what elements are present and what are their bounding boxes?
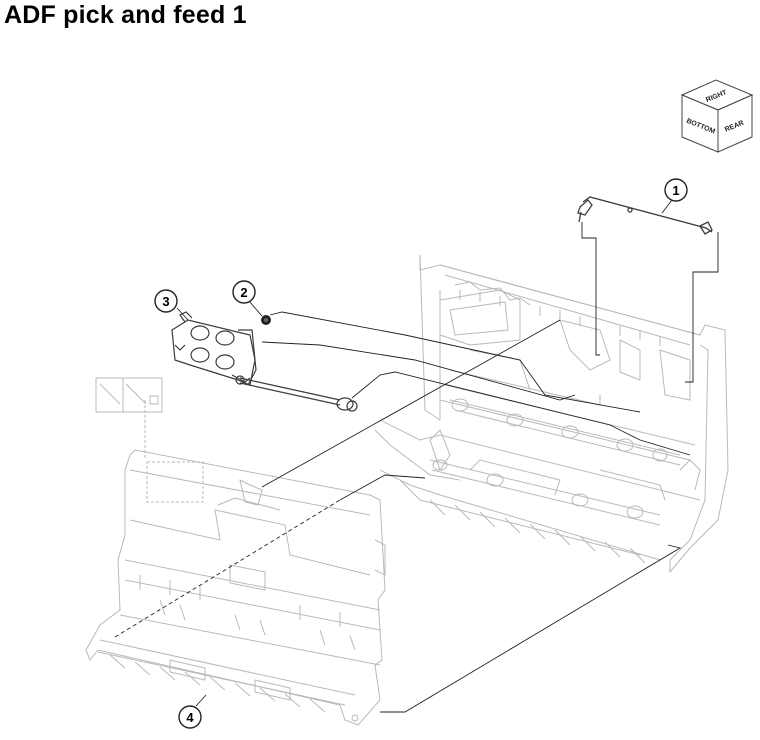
callout-3-label: 3 xyxy=(162,294,169,309)
callout-1-label: 1 xyxy=(672,183,679,198)
orientation-cube: RIGHT BOTTOM REAR xyxy=(680,79,754,153)
label-inset xyxy=(95,377,163,460)
adf-frame xyxy=(374,254,729,574)
leader-lines xyxy=(114,199,719,713)
callout-2-label: 2 xyxy=(240,285,247,300)
part-3-pick-roller-assembly xyxy=(171,311,358,412)
callout-1: 1 xyxy=(664,178,688,202)
page-title: ADF pick and feed 1 xyxy=(4,1,247,29)
callout-3: 3 xyxy=(154,289,178,313)
part-2-bushing xyxy=(261,315,271,325)
callout-4: 4 xyxy=(178,705,202,729)
part-4-adf-cover xyxy=(85,449,386,726)
callout-2: 2 xyxy=(232,280,256,304)
part-1-link-rod xyxy=(577,196,713,235)
callout-4-label: 4 xyxy=(186,710,194,725)
